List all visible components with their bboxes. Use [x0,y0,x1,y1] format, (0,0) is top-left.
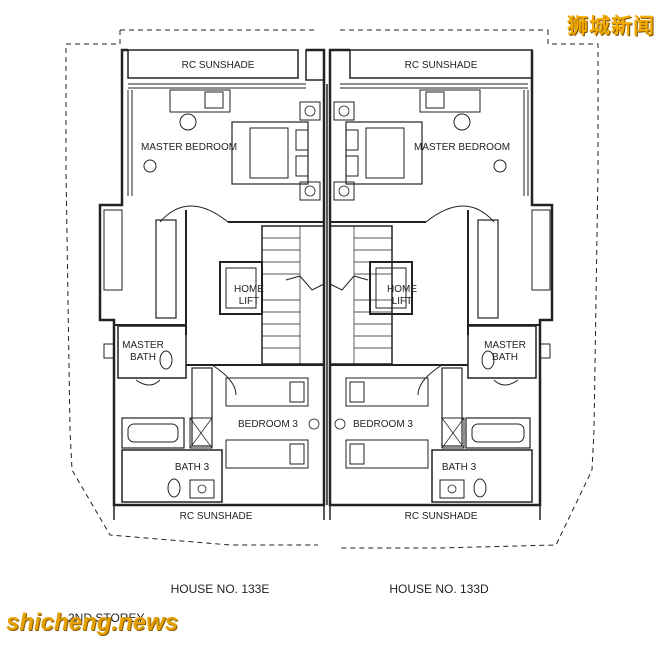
house-133d-plan [328,29,599,549]
label-rc-sunshade-top-133e: RC SUNSHADE [182,60,255,71]
label-master-bedroom-133d: MASTER BEDROOM [414,142,510,153]
label-lift-133e: LIFT [239,296,260,307]
label-master-133d: MASTER [484,340,526,351]
bath-3-box-133d [431,449,533,503]
label-bath-133e: BATH [130,352,156,363]
watermark-bottom: shicheng.news [6,609,179,636]
roof-outline-133d [340,30,599,549]
roof-outline-133e [65,30,318,546]
label-home-133e: HOME [234,284,264,295]
outer-walls-133d [328,48,554,507]
label-master-133e: MASTER [122,340,164,351]
label-bath-3-133e: BATH 3 [175,462,210,473]
label-bath-133d: BATH [492,352,518,363]
home-lift-box-133d [369,261,413,315]
master-bath-box-133e [117,325,187,379]
label-home-133d: HOME [387,284,417,295]
home-lift-box-133e [219,261,263,315]
bath-3-box-133e [121,449,223,503]
label-bath-3-133d: BATH 3 [442,462,477,473]
label-rc-sunshade-bottom-133e: RC SUNSHADE [180,511,253,522]
master-bed-133e [231,121,309,185]
rc-sunshade-top-box-133e [127,49,299,79]
label-bedroom-3-133e: BEDROOM 3 [238,419,298,430]
label-bedroom-3-133d: BEDROOM 3 [353,419,413,430]
label-rc-sunshade-bottom-133d: RC SUNSHADE [405,511,478,522]
master-bed-133d [345,121,423,185]
storey-title: 2ND STOREY [68,611,144,625]
label-house-133d: HOUSE NO. 133D [389,582,489,596]
house-133e-plan [65,29,326,546]
label-lift-133d: LIFT [392,296,413,307]
wardrobe-133e [155,219,177,319]
label-house-133e: HOUSE NO. 133E [171,582,270,596]
wardrobe-133d [477,219,499,319]
label-rc-sunshade-top-133d: RC SUNSHADE [405,60,478,71]
label-master-bedroom-133e: MASTER BEDROOM [141,142,237,153]
master-bath-box-133d [467,325,537,379]
watermark-top: 狮城新闻 [567,15,655,38]
